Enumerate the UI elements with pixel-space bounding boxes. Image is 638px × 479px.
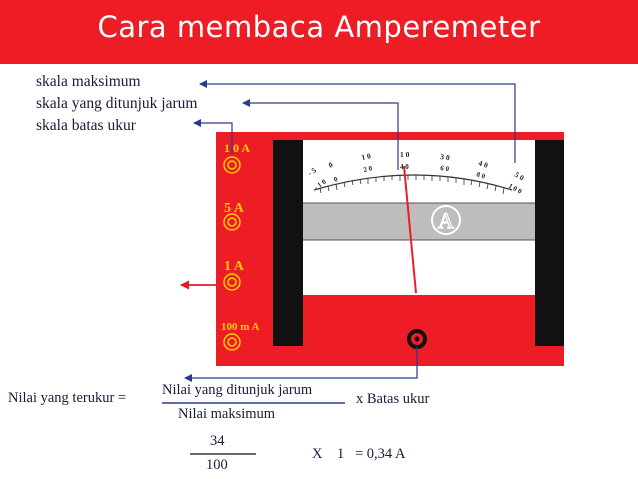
terminal-labels: 1 0 A 5 A 1 A 100 m A: [221, 141, 260, 333]
example-range: 1: [337, 446, 345, 462]
formula-denominator: Nilai maksimum: [178, 406, 276, 422]
left-pillar: [273, 140, 303, 346]
terminal-100ma: [223, 333, 241, 351]
terminal-label-5a: 5 A: [224, 201, 245, 216]
arrow-pointed-scale: [242, 99, 399, 170]
right-pillar: [535, 140, 564, 346]
label-max-scale: skala maksimum: [36, 73, 141, 90]
formula-left: Nilai yang terukur =: [8, 390, 127, 406]
scale-inner-label: 8 0: [475, 170, 486, 180]
terminal-10a: [223, 156, 241, 174]
scale-arc: [313, 174, 513, 191]
ammeter-symbol-letter: A: [438, 208, 454, 233]
terminals: [223, 156, 241, 351]
label-pointed-scale: skala yang ditunjuk jarum: [36, 95, 198, 112]
example-x: X: [312, 446, 323, 462]
ammeter-symbol: [431, 205, 461, 235]
label-range-scale: skala batas ukur: [36, 117, 136, 134]
needle: [403, 165, 417, 294]
scale-outer-label: 0: [327, 160, 334, 170]
terminal-label-1a: 1 A: [224, 259, 245, 274]
scale-outer-label: 3 0: [440, 152, 451, 162]
example-numerator: 34: [210, 433, 225, 449]
scale-inner-label: 6 0: [440, 164, 450, 173]
scale-outer-label: 5 0: [513, 170, 526, 183]
arrow-range-scale: [193, 119, 233, 155]
formula-numerator: Nilai yang ditunjuk jarum: [162, 382, 313, 398]
example-denominator: 100: [206, 457, 228, 473]
scale-ticks: [319, 175, 505, 195]
scale-outer-label: 1 0: [361, 151, 372, 162]
terminal-5a: [223, 213, 241, 231]
terminal-label-100ma: 100 m A: [221, 321, 260, 333]
meter-band: [302, 203, 536, 240]
terminal-1a: [223, 273, 241, 291]
scale-inner-label: 2 0: [363, 164, 374, 174]
title-bar: [0, 0, 638, 64]
page-title: Cara membaca Amperemeter: [97, 10, 541, 44]
example-result: = 0,34 A: [355, 446, 406, 462]
arrow-max-scale: [199, 80, 516, 163]
scale-inner-label: 0: [332, 175, 339, 184]
formula-multiplier: x Batas ukur: [356, 391, 430, 407]
arrow-common: [184, 347, 418, 382]
terminal-label-10a: 1 0 A: [224, 141, 250, 155]
scale-outer-label: 1 0: [400, 150, 410, 159]
scale-outer-label: 4 0: [477, 158, 489, 170]
